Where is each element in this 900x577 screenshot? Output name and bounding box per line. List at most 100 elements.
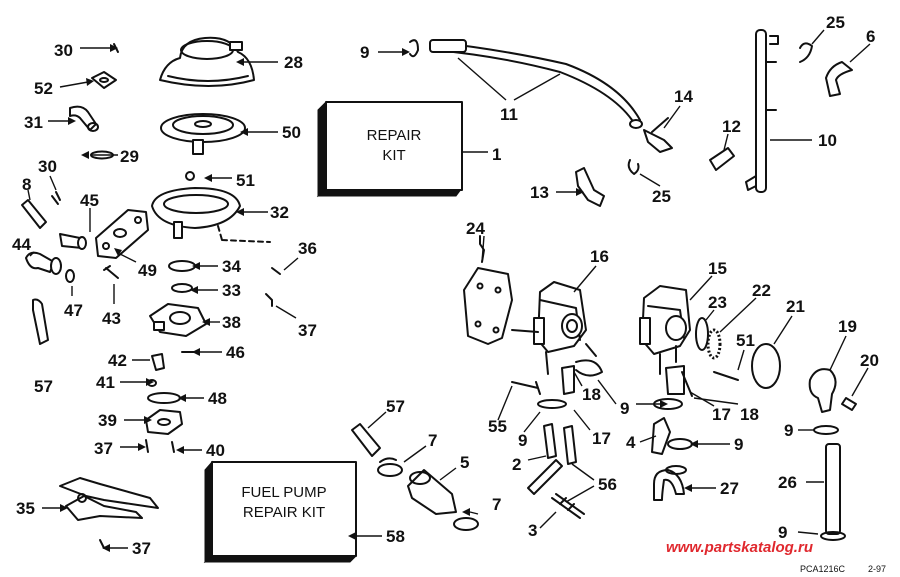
part-11-hose: [409, 39, 643, 129]
footer: www.partskatalog.ru PCA1216C 2-97: [666, 539, 886, 574]
callout-13: 13: [530, 183, 549, 202]
part-filter-group: [351, 423, 479, 531]
callout-17a: 17: [592, 429, 611, 448]
pump-kit-label-line2: REPAIR KIT: [243, 504, 325, 521]
part-37-screw-a: [265, 293, 273, 307]
callout-37b: 37: [94, 439, 113, 458]
part-16-fuel-pump: [511, 281, 597, 375]
callout-44: 44: [12, 235, 31, 254]
callout-1: 1: [492, 145, 501, 164]
callout-7a: 7: [428, 431, 437, 450]
callout-25b: 25: [652, 187, 671, 206]
leader-lines: [27, 29, 871, 552]
callout-17b: 17: [712, 405, 731, 424]
callout-31: 31: [24, 113, 43, 132]
kit-labels: REPAIR KIT FUEL PUMP REPAIR KIT: [241, 127, 421, 521]
callout-9e: 9: [784, 421, 793, 440]
callout-26: 26: [778, 473, 797, 492]
callout-19: 19: [838, 317, 857, 336]
callout-21: 21: [786, 297, 805, 316]
callout-22: 22: [752, 281, 771, 300]
callout-40: 40: [206, 441, 225, 460]
callout-49: 49: [138, 261, 157, 280]
callout-57b: 57: [386, 397, 405, 416]
part-24-gasket: [463, 235, 513, 345]
callout-6: 6: [866, 27, 875, 46]
callout-28: 28: [284, 53, 303, 72]
part-hoses-right-low: [651, 417, 846, 541]
callout-55: 55: [488, 417, 507, 436]
callout-46: 46: [226, 343, 245, 362]
callout-23: 23: [708, 293, 727, 312]
callout-47: 47: [64, 301, 83, 320]
repair-kit-label-line1: REPAIR: [367, 127, 422, 144]
callout-9a: 9: [360, 43, 369, 62]
part-43-screw: [103, 265, 119, 279]
callout-24: 24: [466, 219, 485, 238]
part-28-cover: [159, 36, 255, 87]
callout-9c: 9: [518, 431, 527, 450]
callout-14: 14: [674, 87, 693, 106]
callout-3: 3: [528, 521, 537, 540]
callout-41: 41: [96, 373, 115, 392]
callout-42: 42: [108, 351, 127, 370]
part-37-screw-b: [145, 439, 149, 453]
callout-35: 35: [16, 499, 35, 518]
callout-10: 10: [818, 131, 837, 150]
callout-43: 43: [102, 309, 121, 328]
callout-58: 58: [386, 527, 405, 546]
pump-kit-label-line1: FUEL PUMP: [241, 484, 326, 501]
callout-8: 8: [22, 175, 31, 194]
callout-11: 11: [500, 105, 518, 124]
callout-9d: 9: [734, 435, 743, 454]
part-34-gasket: [168, 260, 196, 272]
fuel-pump-kit-box: [203, 460, 358, 564]
callout-52: 52: [34, 79, 53, 98]
part-30-screw-b: [55, 191, 61, 201]
callout-29: 29: [120, 147, 139, 166]
part-lower-hoses: [527, 423, 585, 519]
callout-36: 36: [298, 239, 317, 258]
callout-16: 16: [590, 247, 609, 266]
callout-20: 20: [860, 351, 879, 370]
callout-numbers: 1 2 3 4 5 6 7 7 8 9 9 9 9 9 9 10 11 12 1…: [12, 13, 879, 558]
part-36-screw: [271, 267, 281, 275]
callout-57a: 57: [34, 377, 53, 396]
part-37-screw-c: [99, 539, 105, 549]
callout-45: 45: [80, 191, 99, 210]
callout-37c: 37: [132, 539, 151, 558]
part-fuel-line-right: [575, 29, 853, 207]
callout-4: 4: [626, 433, 636, 452]
part-19-20: [808, 368, 857, 413]
part-35-pliers: [59, 477, 159, 521]
callout-37a: 37: [298, 321, 317, 340]
callout-18b: 18: [740, 405, 759, 424]
callout-30a: 30: [54, 41, 73, 60]
callout-33: 33: [222, 281, 241, 300]
parts-drawing: [21, 29, 857, 564]
part-15-fuel-pump: [639, 285, 691, 375]
repair-kit-box: [316, 100, 463, 198]
part-float-parts: [145, 353, 183, 435]
part-49-gasket: [95, 209, 149, 259]
callout-2: 2: [512, 455, 521, 474]
watermark: www.partskatalog.ru: [666, 539, 813, 556]
callout-5: 5: [460, 453, 469, 472]
callout-25a: 25: [826, 13, 845, 32]
diagram-code: PCA1216C: [800, 564, 846, 574]
callout-48: 48: [208, 389, 227, 408]
part-32-body: [151, 171, 271, 243]
part-38-valve: [149, 303, 207, 337]
callout-51a: 51: [236, 171, 255, 190]
callout-50: 50: [282, 123, 301, 142]
callout-56: 56: [598, 475, 617, 494]
callout-12: 12: [722, 117, 741, 136]
repair-kit-label-line2: KIT: [382, 147, 405, 164]
diagram-date: 2-97: [868, 564, 886, 574]
part-left-fittings: [21, 195, 87, 345]
part-small-left-top: [69, 43, 119, 160]
callout-7b: 7: [492, 495, 501, 514]
callout-15: 15: [708, 259, 727, 278]
part-50-diaphragm: [160, 113, 246, 155]
